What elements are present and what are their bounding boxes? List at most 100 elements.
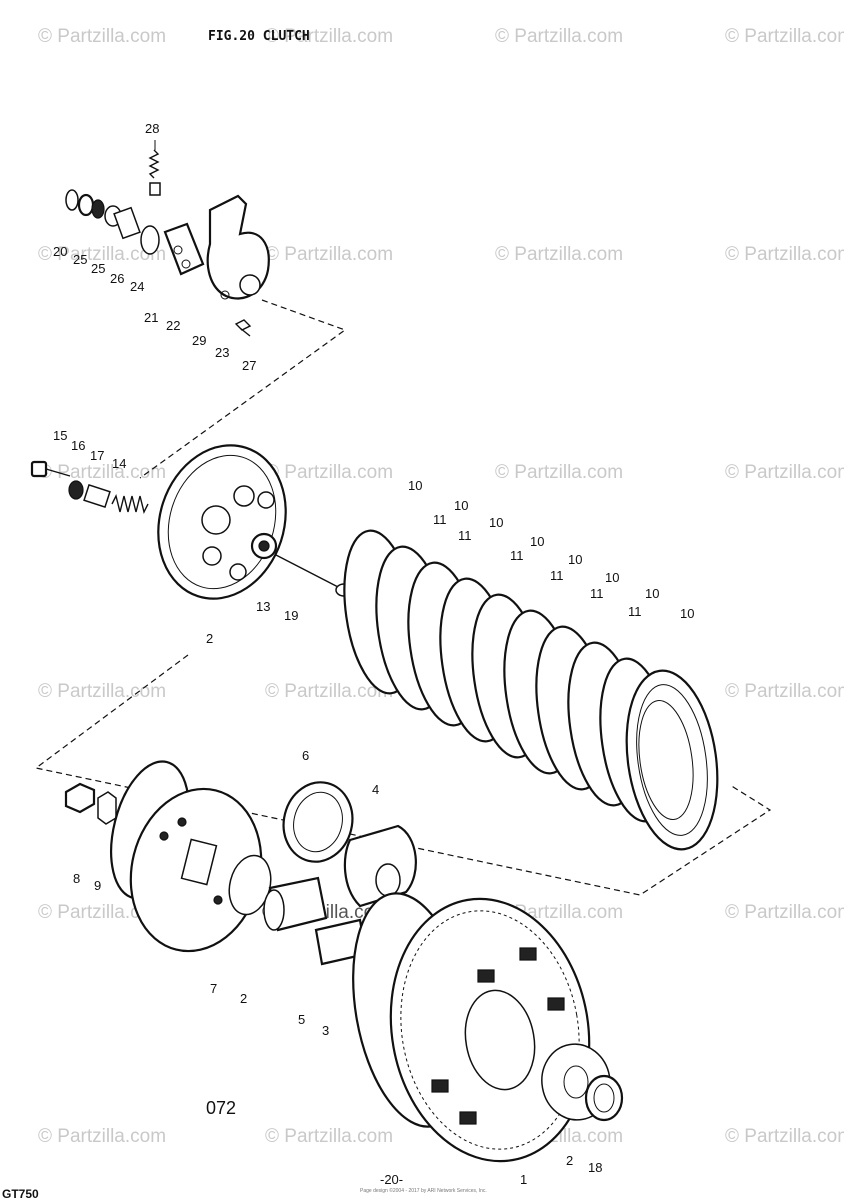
damper-spring [519,947,537,961]
plate-boss [233,485,255,507]
callout-21: 21 [144,310,158,325]
callout-4: 4 [372,782,379,797]
gear-teeth [400,910,580,1150]
page-number: -20- [380,1172,403,1187]
bearing-21 [140,225,160,255]
callout-14: 14 [112,456,126,471]
clutch-spring-14 [111,493,149,515]
sleeve-hub-group [64,760,417,966]
spring-28 [148,149,160,179]
lock-washer-9 [97,791,117,825]
plate-boss [229,563,247,581]
callout-10: 10 [489,515,503,530]
watermark: © Partzilla.com [38,244,166,265]
callout-7: 7 [210,981,217,996]
hub-hole [159,831,169,841]
callout-10: 10 [568,552,582,567]
callout-15: 15 [53,428,67,443]
watermark: © Partzilla.com [725,26,844,47]
pressure-plate-group [30,444,353,600]
bolt-shank-15 [45,468,71,477]
watermark: © Partzilla.com [495,26,623,47]
clutch-plate-stack [343,529,719,851]
plate-boss [201,505,231,535]
bolt-27 [234,319,252,337]
nut-20 [65,189,79,211]
plate-hole [173,245,183,255]
plate-boss [202,546,222,566]
callout-5: 5 [298,1012,305,1027]
callout-23: 23 [215,345,229,360]
bushing-bore [375,863,401,897]
bearing-cage [293,791,343,853]
callout-3: 3 [322,1023,329,1038]
callout-10: 10 [530,534,544,549]
watermark: © Partzilla.com [495,244,623,265]
washer-16 [68,480,84,500]
callout-2: 2 [566,1153,573,1168]
hub-hole [177,817,187,827]
needle-bearing-6 [282,781,354,863]
callout-8: 8 [73,871,80,886]
watermark: © Partzilla.com [38,462,166,483]
nut-8 [64,782,96,814]
callout-13: 13 [256,599,270,614]
gear-bore [464,989,536,1091]
watermark: © Partzilla.com [265,1126,393,1147]
callout-6: 6 [302,748,309,763]
washer-25 [77,193,95,217]
callout-10: 10 [605,570,619,585]
callout-11: 11 [458,528,472,543]
watermark: © Partzilla.com [265,26,393,47]
spacer-end [263,889,285,931]
diagram-code: 072 [206,1098,236,1118]
figure-title: FIG.20 CLUTCH [208,29,310,44]
plate-inner-rim [636,684,708,836]
plate-22 [163,222,205,276]
washer-hole [593,1083,615,1113]
damper-spring [431,1079,449,1093]
clutch-housing-group [352,892,624,1163]
watermark: © Partzilla.com [725,902,844,923]
callout-10: 10 [454,498,468,513]
callout-10: 10 [645,586,659,601]
watermark: © Partzilla.com [725,244,844,265]
bolt-head-15 [30,460,48,478]
callout-12: 2 [206,631,213,646]
footer-fine-print: Page design ©2004 - 2017 by ARI Network … [360,1187,487,1194]
callout-16: 16 [71,438,85,453]
callout-11: 11 [510,548,524,563]
callout-9: 9 [94,878,101,893]
watermark: © Partzilla.com [38,1126,166,1147]
hub-center [180,838,218,886]
callout-11: 11 [590,586,604,601]
callout-2: 2 [240,991,247,1006]
watermark: © Partzilla.com [725,462,844,483]
watermark: © Partzilla.com [265,244,393,265]
push-rod-19 [275,554,341,589]
callout-22: 22 [166,318,180,333]
watermark: © Partzilla.com [38,681,166,702]
housing-boss [239,274,261,296]
washer-hole [563,1065,589,1099]
bearing-inner [258,540,270,552]
callout-28: 28 [145,121,159,136]
hub-hole [213,895,223,905]
callout-18: 18 [588,1160,602,1175]
release-mechanism-group [65,140,347,479]
damper-spring [459,1111,477,1125]
plate-hole [181,259,191,269]
watermark: © Partzilla.com [495,462,623,483]
callout-25: 25 [91,261,105,276]
callout-20: 20 [53,244,67,259]
thrust-washer-18 [584,1074,624,1122]
callout-24: 24 [130,279,144,294]
watermark: © Partzilla.com [265,462,393,483]
plate-boss [257,491,275,509]
damper-spring [477,969,495,983]
callout-26: 26 [110,271,124,286]
plate-inner-edge [638,699,694,821]
housing-hole [220,290,230,300]
